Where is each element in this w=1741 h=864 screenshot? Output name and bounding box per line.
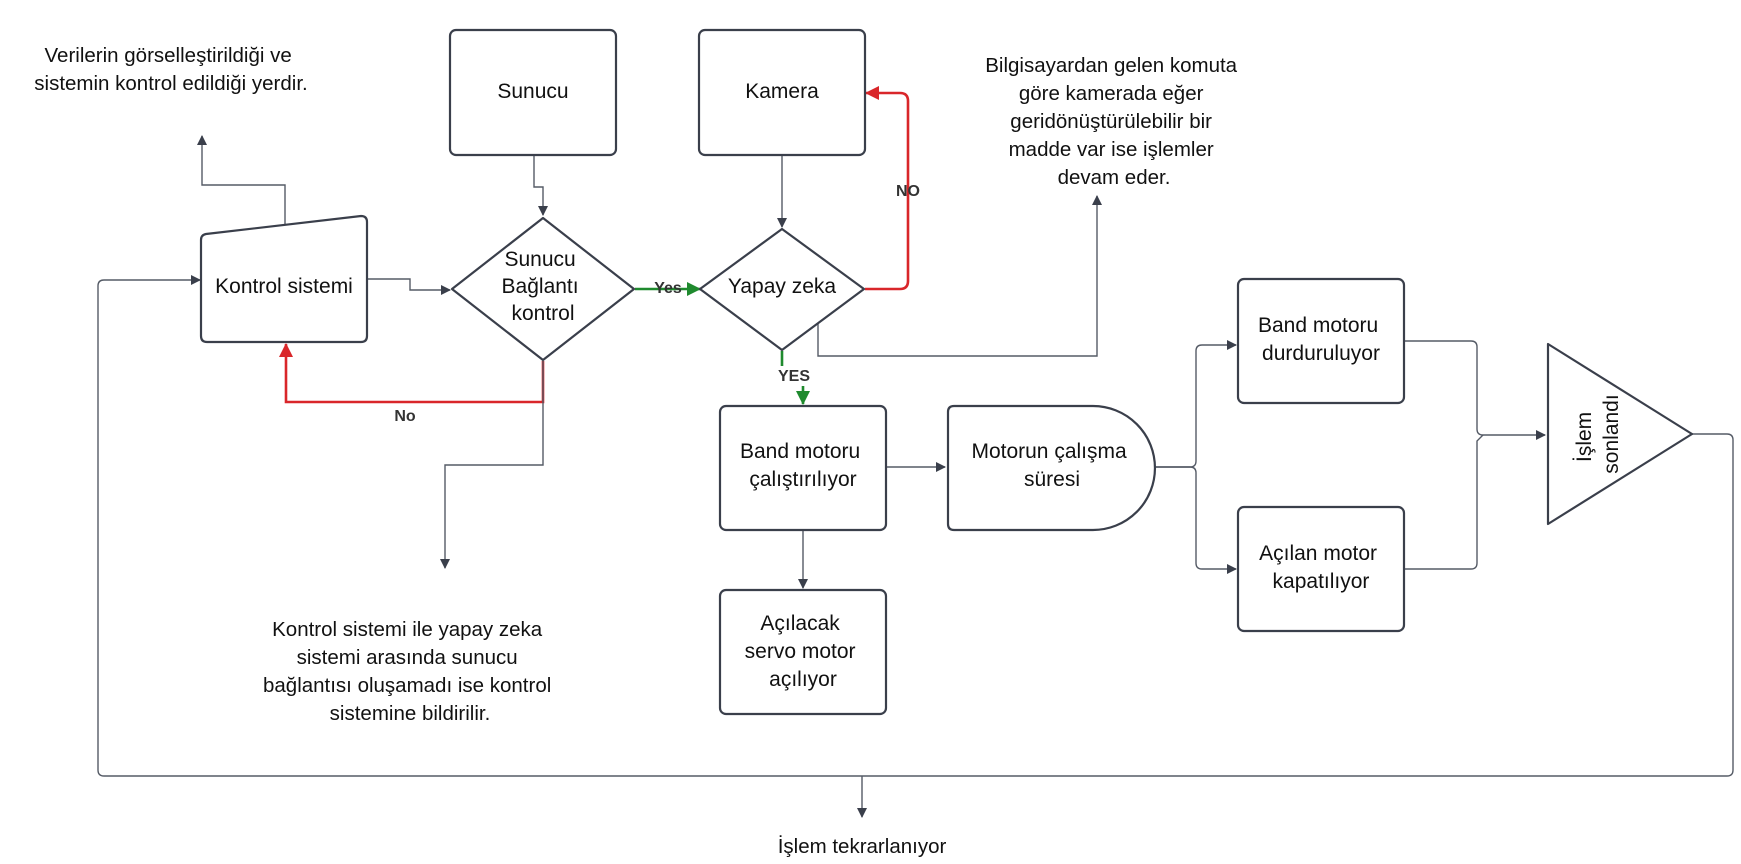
node-band-motoru-durdur-label: Band motoru durduruluyor: [1258, 314, 1384, 365]
connector-baglanti-to-bottom-note: [440, 361, 544, 569]
node-yapay-zeka-label: Yapay zeka: [728, 275, 836, 298]
node-servo-motor-label: Açılacak servo motor açılıyor: [745, 612, 862, 691]
connector-sunucu-to-baglanti: [533, 155, 548, 216]
note-top-left: Verilerin görselleştirildiği ve sistemin…: [34, 44, 307, 95]
node-baglanti-kontrol[interactable]: [450, 216, 636, 362]
connector-motorsure-to-kapat: [1156, 466, 1237, 574]
node-acilan-motor-kapat-label: Açılan motor kapatılıyor: [1259, 542, 1383, 593]
connector-baglanti-to-kontrol-no: [279, 343, 545, 404]
node-yapay-zeka[interactable]: [698, 227, 866, 352]
note-bottom: Kontrol sistemi ile yapay zeka sistemi a…: [263, 618, 557, 725]
node-band-motoru-calistir-label: Band motoru çalıştırılıyor: [740, 440, 866, 491]
connector-kontrol-to-note: [197, 135, 286, 233]
connector-kontrol-to-baglanti: [368, 278, 451, 295]
note-loop: İşlem tekrarlanıyor: [778, 835, 947, 858]
node-servo-motor[interactable]: [718, 588, 888, 716]
node-islem-sonlandi[interactable]: [1546, 342, 1694, 526]
edge-label-no-bottom: No: [394, 408, 416, 425]
edge-label-yes-bottom: YES: [778, 368, 810, 385]
node-sunucu[interactable]: [448, 28, 618, 157]
node-islem-sonlandi-label: İşlem sonlandı: [1573, 394, 1623, 473]
node-acilan-motor-kapat[interactable]: [1236, 505, 1406, 633]
note-top-right: Bilgisayardan gelen komuta göre kamerada…: [985, 54, 1243, 189]
edge-label-yes: Yes: [654, 280, 682, 297]
node-baglanti-kontrol-label: Sunucu Bağlantı kontrol: [502, 248, 585, 325]
node-kamera-label: Kamera: [745, 80, 819, 103]
connector-kapat-to-sonlandi: [1404, 434, 1484, 570]
node-motor-calisma-suresi-label: Motorun çalışma süresi: [971, 440, 1132, 491]
node-kontrol-sistemi-label: Kontrol sistemi: [215, 275, 353, 298]
connector-durdur-to-sonlandi: [1404, 340, 1546, 440]
node-kamera[interactable]: [697, 28, 867, 157]
node-band-motoru-calistir[interactable]: [718, 404, 888, 532]
connector-loop: [97, 275, 1734, 777]
node-band-motoru-durdur[interactable]: [1236, 277, 1406, 405]
node-motor-calisma-suresi[interactable]: [946, 404, 1157, 532]
connector-yapayzeka-to-kamera-no: [865, 86, 910, 291]
node-sunucu-label: Sunucu: [497, 80, 568, 103]
node-kontrol-sistemi[interactable]: [199, 214, 369, 344]
connector-yapayzeka-to-note: [817, 195, 1102, 357]
edge-label-no-top: NO: [896, 183, 920, 200]
connector-motorsure-to-durdur: [1156, 340, 1237, 468]
